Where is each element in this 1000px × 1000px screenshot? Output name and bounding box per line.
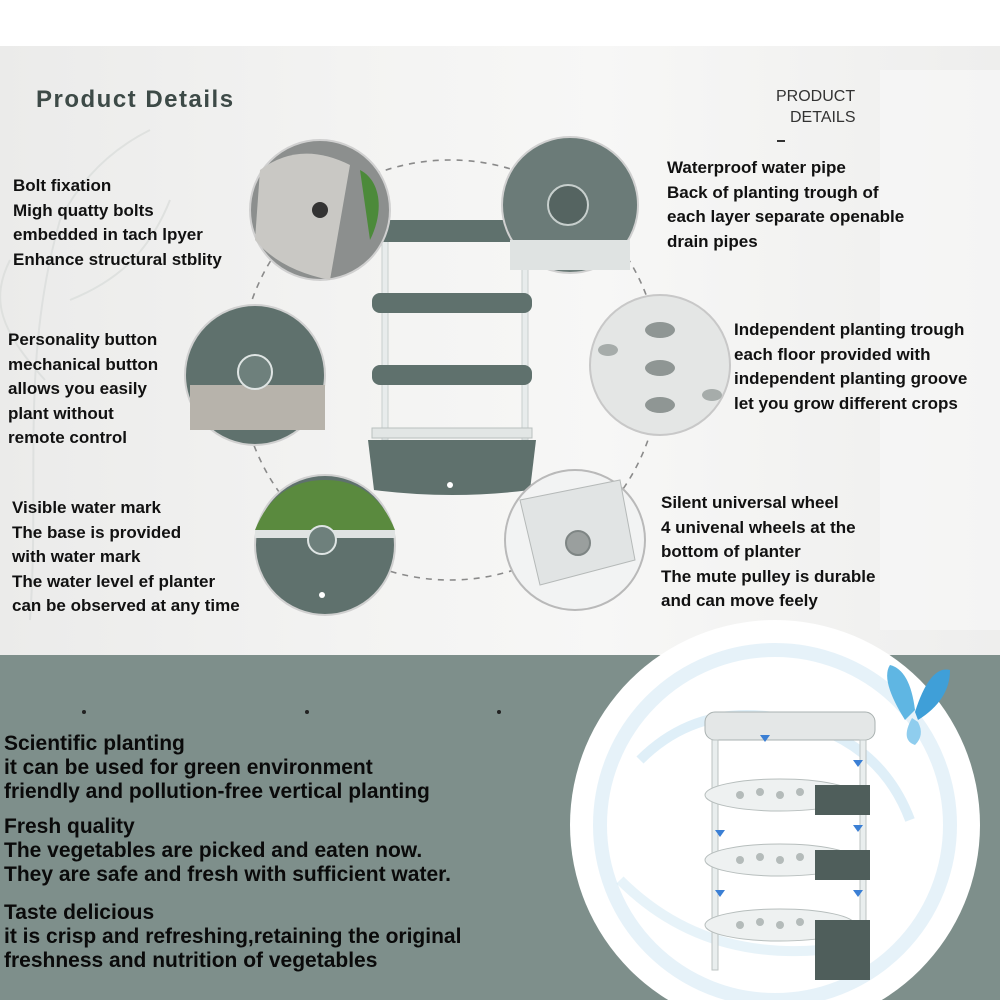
butterfly-icon — [887, 665, 950, 745]
feature-line: They are safe and fresh with sufficient … — [4, 863, 451, 886]
callout-bolt: Bolt fixation Migh quatty bolts embedded… — [13, 174, 222, 272]
callout-line: Personality button — [8, 330, 158, 349]
feature-line: The vegetables are picked and eaten now. — [4, 839, 423, 862]
callout-line: embedded in tach lpyer — [13, 225, 203, 244]
feature-scientific: Scientific planting it can be used for g… — [4, 732, 430, 804]
callout-line: bottom of planter — [661, 542, 801, 561]
corner-label: PRODUCT DETAILS — [776, 86, 856, 128]
corner-label-line2: DETAILS — [790, 109, 856, 126]
callout-line: The base is provided — [12, 522, 182, 542]
callout-button: Personality button mechanical button all… — [8, 328, 158, 451]
product-details-panel: Product Details PRODUCT DETAILS Bolt fix… — [0, 0, 1000, 655]
callout-line: Independent planting trough — [734, 320, 965, 339]
callout-water-mark: Visible water mark The base is provided … — [12, 496, 240, 619]
callout-line: can be observed at any time — [12, 596, 240, 615]
wheel-closeup-icon — [504, 469, 646, 611]
callout-line: remote control — [8, 428, 128, 447]
feature-line: it is crisp and refreshing,retaining the… — [4, 925, 462, 948]
callout-line: Back of planting trough of — [667, 182, 879, 202]
callout-line: Bolt fixation — [13, 176, 112, 195]
callout-line: Visible water mark — [12, 498, 161, 517]
button-closeup-icon — [184, 304, 326, 446]
corner-dash — [777, 140, 785, 142]
callout-wheel: Silent universal wheel 4 univenal wheels… — [661, 491, 875, 614]
callout-water-pipe: Waterproof water pipe Back of planting t… — [667, 156, 904, 254]
callout-line: drain pipes — [667, 231, 758, 251]
top-white-strip — [0, 0, 1000, 46]
callout-line: 4 univenal wheels at the — [661, 517, 856, 537]
planting-groove-closeup-icon — [589, 294, 731, 436]
callout-line: Silent universal wheel — [661, 493, 839, 512]
callout-line: allows you easily — [8, 379, 147, 398]
feature-fresh: Fresh quality The vegetables are picked … — [4, 815, 451, 887]
feature-heading: Fresh quality — [4, 815, 135, 838]
callout-line: The water level ef planter — [12, 571, 216, 591]
callout-line: plant without — [8, 403, 114, 423]
callout-line: with water mark — [12, 547, 141, 566]
feature-line: freshness and nutrition of vegetables — [4, 949, 378, 972]
corner-label-line1: PRODUCT — [776, 88, 856, 105]
callout-line: Migh quatty bolts — [13, 200, 154, 220]
water-mark-closeup-icon — [254, 474, 396, 616]
planter-tower-clear-icon — [704, 711, 876, 980]
feature-line: friendly and pollution-free vertical pla… — [4, 780, 430, 803]
planter-tower-icon — [345, 191, 536, 495]
bolt-closeup-icon — [249, 139, 391, 281]
callout-line: mechanical button — [8, 354, 159, 374]
feature-line: it can be used for green environment — [4, 756, 373, 779]
callout-line: each floor provided with — [734, 344, 931, 364]
callout-line: Enhance structural stblity — [13, 249, 222, 269]
feature-taste: Taste delicious it is crisp and refreshi… — [4, 901, 461, 973]
callout-line: The mute pulley is durable — [661, 566, 876, 586]
callout-line: and can move feely — [661, 591, 818, 610]
drain-pipe-closeup-icon — [501, 136, 639, 274]
product-illustration — [0, 129, 731, 621]
feature-heading: Taste delicious — [4, 901, 155, 924]
page-title: Product Details — [36, 86, 235, 113]
callout-line: let you grow different crops — [734, 393, 958, 413]
callout-line: each layer separate openable — [667, 207, 905, 226]
callout-trough: Independent planting trough each floor p… — [734, 318, 967, 416]
callout-line: independent planting groove — [734, 369, 968, 388]
feature-heading: Scientific planting — [4, 732, 185, 755]
callout-line: Waterproof water pipe — [667, 158, 846, 177]
